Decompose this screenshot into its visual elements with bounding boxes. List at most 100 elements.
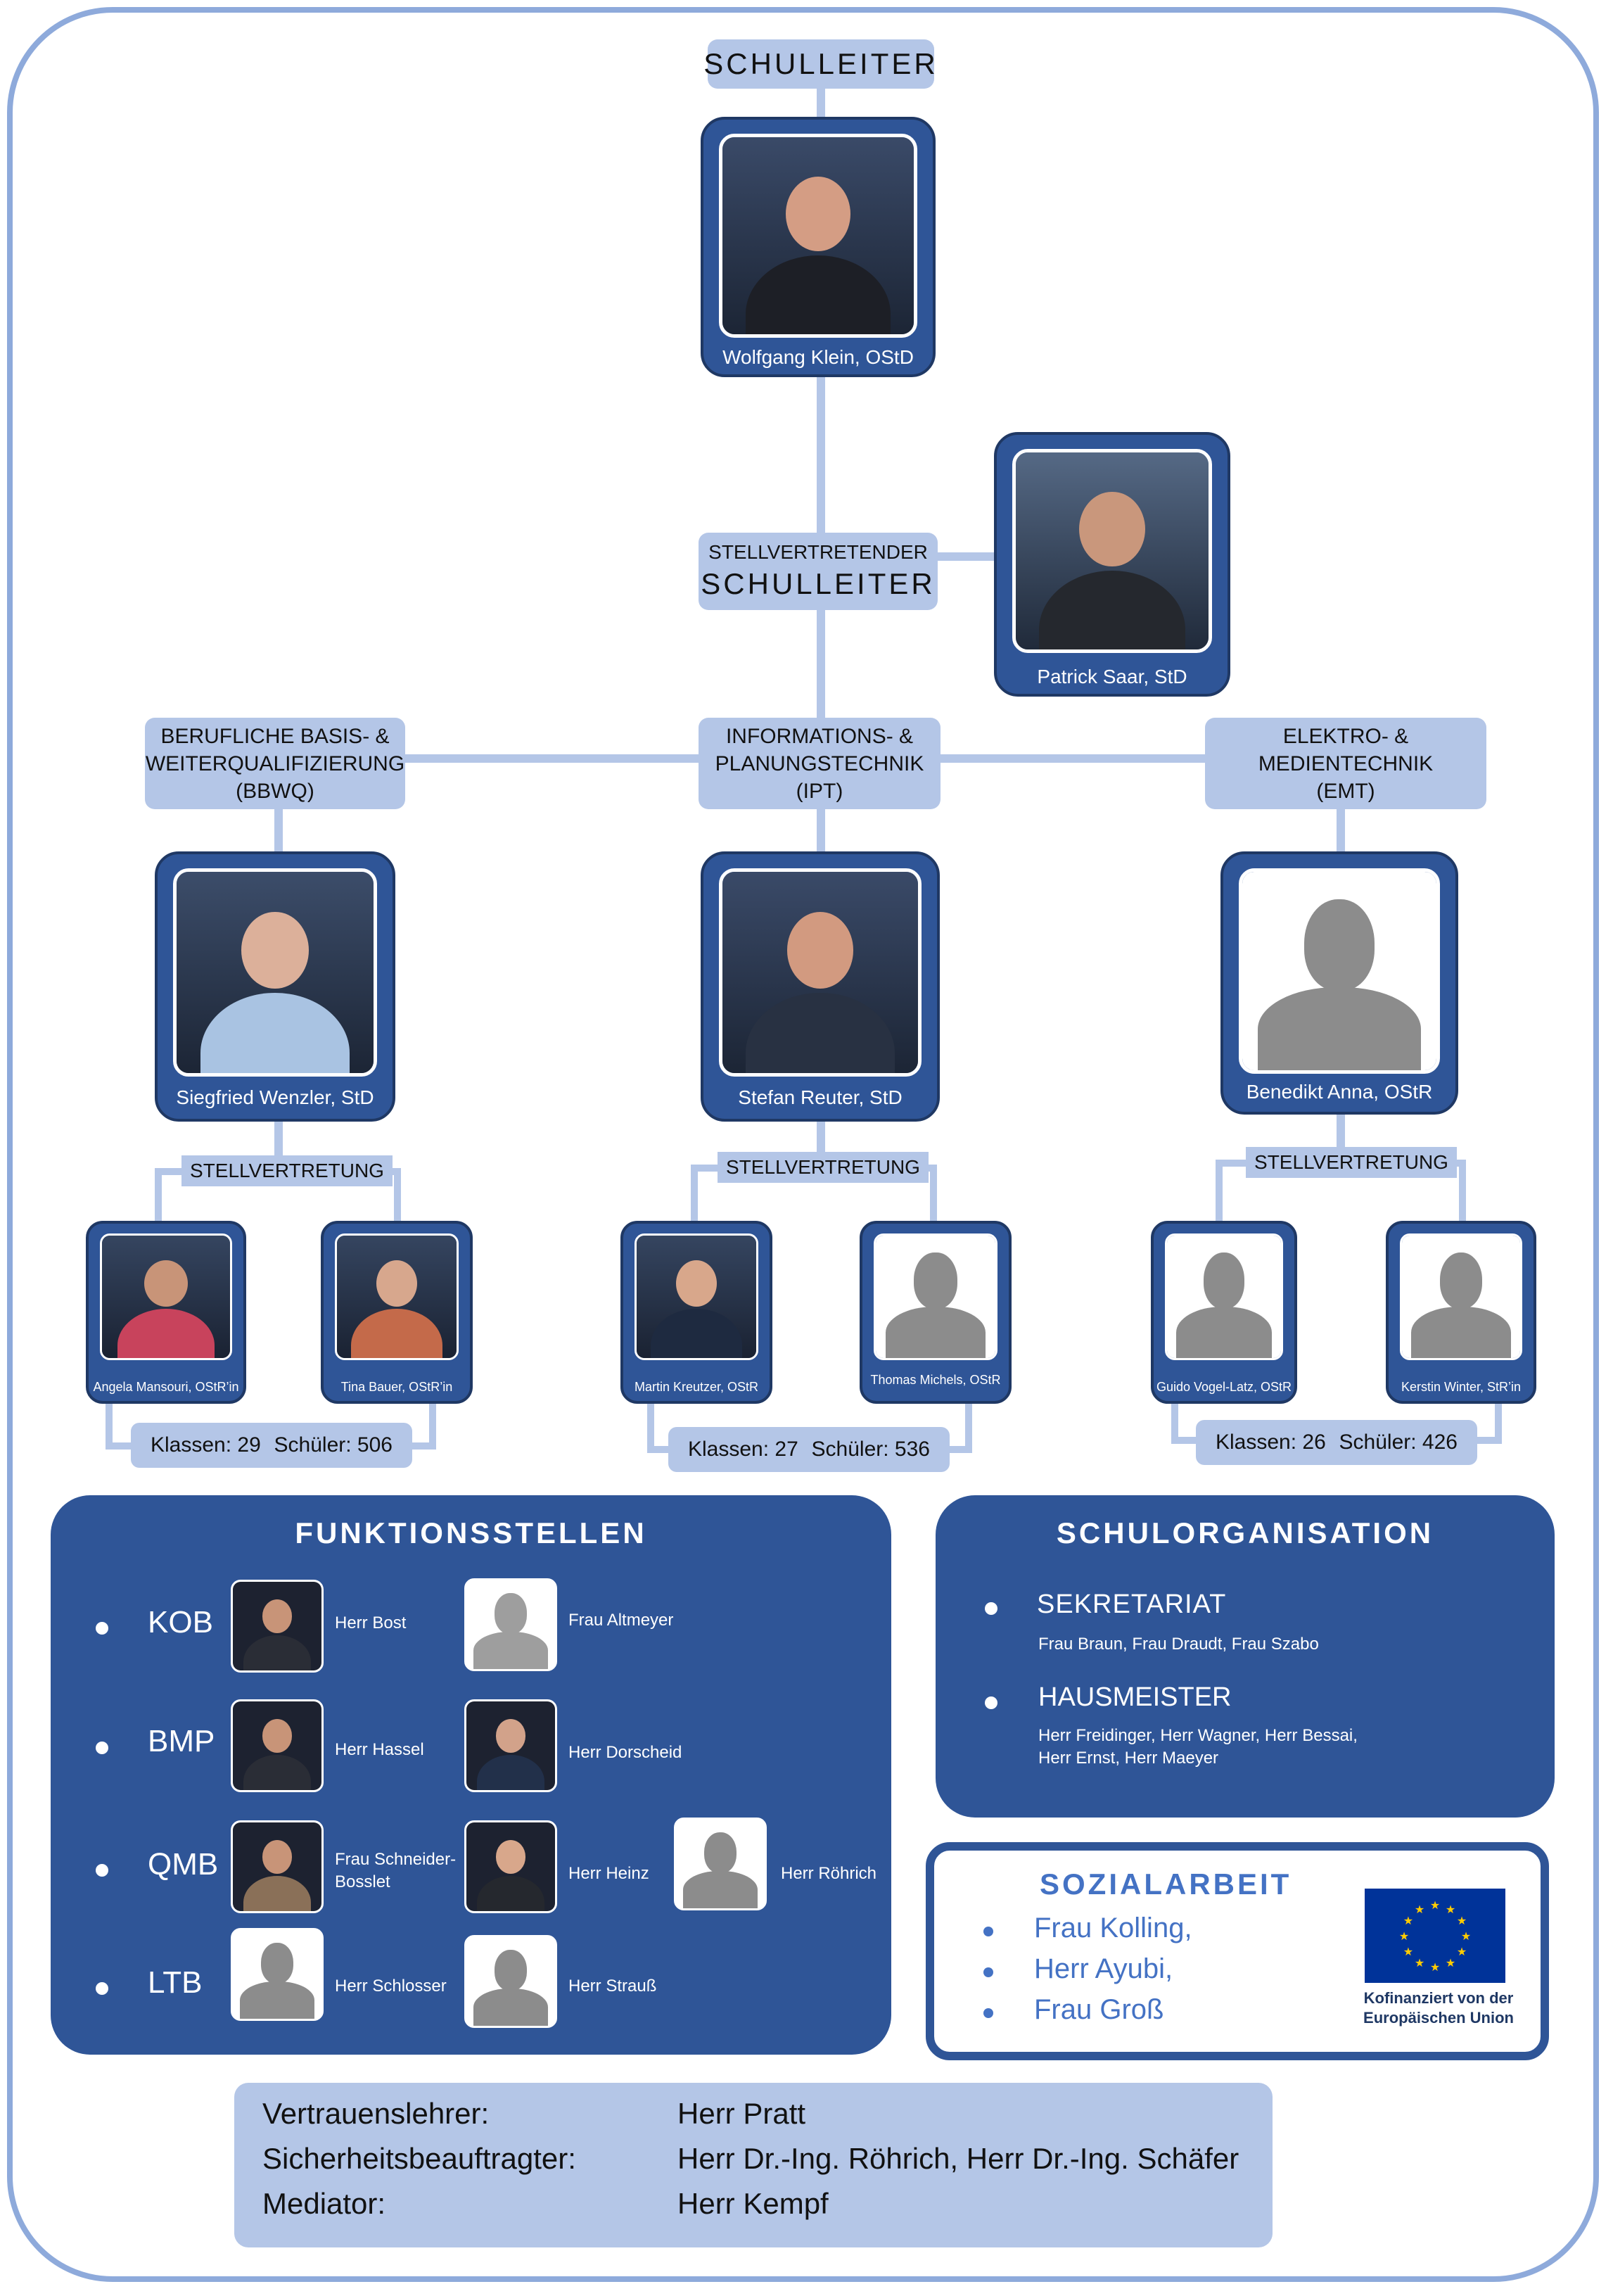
connector (1171, 1400, 1178, 1444)
person-photo (231, 1580, 324, 1673)
person-name: Herr Strauß (568, 1977, 657, 1996)
eu-star-icon: ★ (1399, 1931, 1409, 1943)
dept-stats: Klassen: 26 Schüler: 426 (1196, 1420, 1477, 1465)
connector (817, 84, 825, 127)
dept-label-line: (IPT) (796, 779, 843, 803)
eu-text-line: Kofinanziert von der (1363, 1989, 1514, 2007)
stellvertretung-label: STELLVERTRETUNG (181, 1155, 393, 1186)
person-name: Frau Altmeyer (568, 1611, 674, 1630)
deputy-name: Patrick Saar, StD (1037, 666, 1187, 687)
dept-deputy-name: Thomas Michels, OStR (870, 1373, 1001, 1387)
dept-label-line: MEDIENTECHNIK (1258, 751, 1434, 775)
placeholder-photo (1165, 1233, 1283, 1360)
dept-label-ipt: INFORMATIONS- & PLANUNGSTECHNIK (IPT) (699, 718, 941, 809)
schueler-count: Schüler: 536 (811, 1438, 930, 1461)
dept-label-bbwq: BERUFLICHE BASIS- & WEITERQUALIFIZIERUNG… (145, 718, 405, 809)
placeholder-photo (874, 1233, 997, 1360)
dept-head-card-bbwq: Siegfried Wenzler, StD (155, 851, 395, 1122)
funktionsstellen-title: FUNKTIONSSTELLEN (295, 1516, 647, 1549)
eu-cofinance-text: Kofinanziert von der Europäischen Union (1337, 1989, 1541, 2027)
function-code: KOB (148, 1605, 213, 1639)
connector (930, 1165, 937, 1224)
head-card: Wolfgang Klein, OStD (701, 117, 936, 377)
person-name: Herr Schlosser (335, 1977, 447, 1996)
dept-head-card-ipt: Stefan Reuter, StD (701, 851, 940, 1122)
dept-deputy-card: Thomas Michels, OStR (860, 1221, 1012, 1404)
eu-star-icon: ★ (1446, 1904, 1455, 1916)
dept-label-line: WEITERQUALIFIZIERUNG (145, 751, 405, 775)
deputy-title-line2: SCHULLEITER (701, 566, 936, 600)
eu-star-icon: ★ (1457, 1915, 1467, 1927)
sozialarbeit-name: Frau Groß (1034, 1994, 1164, 2025)
hausmeister-names: Herr Ernst, Herr Maeyer (1038, 1749, 1219, 1768)
bullet-icon (96, 1864, 108, 1877)
head-photo (719, 134, 917, 338)
dept-deputy-card: Tina Bauer, OStR’in (321, 1221, 473, 1404)
dept-label-line: (EMT) (1316, 779, 1375, 803)
person-name: Herr Dorscheid (568, 1743, 682, 1762)
bullet-icon (96, 1742, 108, 1754)
dept-deputy-card: Martin Kreutzer, OStR (620, 1221, 772, 1404)
schulleiter-label: SCHULLEITER (703, 39, 936, 89)
dept-deputy-name: Guido Vogel-Latz, OStR (1156, 1380, 1292, 1394)
person-silhouette-icon (464, 1578, 557, 1671)
function-code: BMP (148, 1724, 215, 1758)
person-silhouette-icon (1242, 872, 1436, 1070)
page-frame (7, 7, 1599, 2282)
person-name: Frau Schneider- (335, 1850, 457, 1869)
bullet-icon (96, 1622, 108, 1635)
placeholder-photo (1400, 1233, 1522, 1360)
dept-deputy-name: Martin Kreutzer, OStR (634, 1380, 759, 1394)
sozialarbeit-name: Herr Ayubi, (1034, 1953, 1173, 1984)
schulorganisation-panel: SCHULORGANISATION SEKRETARIAT Frau Braun… (936, 1495, 1555, 1818)
stellvertretung-label: STELLVERTRETUNG (1246, 1147, 1457, 1178)
person-photo (464, 1699, 557, 1792)
dept-deputy-name: Angela Mansouri, OStR’in (93, 1380, 239, 1394)
deputy-card: Patrick Saar, StD (994, 432, 1230, 697)
contact-role: Sicherheitsbeauftragter: (262, 2142, 576, 2175)
funktionsstellen-panel: FUNKTIONSSTELLEN KOB Herr Bost Frau Altm… (51, 1495, 891, 2055)
contact-name: Herr Pratt (677, 2097, 806, 2130)
person-silhouette-icon (1167, 1236, 1281, 1358)
contacts-box: Vertrauenslehrer: Herr Pratt Sicherheits… (234, 2083, 1273, 2247)
bullet-icon (96, 1982, 108, 1995)
person-silhouette-icon (231, 1928, 324, 2021)
dept-label-emt: ELEKTRO- & MEDIENTECHNIK (EMT) (1205, 718, 1486, 809)
hausmeister-names: Herr Freidinger, Herr Wagner, Herr Bessa… (1038, 1726, 1358, 1745)
sozialarbeit-panel: SOZIALARBEIT Frau Kolling, Herr Ayubi, F… (926, 1842, 1549, 2060)
connector (691, 1165, 698, 1224)
function-code: LTB (148, 1965, 203, 2000)
eu-star-icon: ★ (1403, 1915, 1413, 1927)
klassen-count: Klassen: 26 (1216, 1431, 1326, 1454)
dept-stats: Klassen: 27 Schüler: 536 (668, 1427, 950, 1472)
contact-role: Mediator: (262, 2187, 386, 2220)
eu-flag-icon: ★★★★★★★★★★★★ (1356, 1889, 1514, 1987)
bullet-icon (983, 1967, 993, 1977)
person-photo (464, 1820, 557, 1913)
connector (1216, 1160, 1223, 1224)
eu-star-icon: ★ (1415, 1958, 1424, 1970)
placeholder-photo (1239, 868, 1440, 1074)
connector (429, 1400, 436, 1450)
bullet-icon (983, 1927, 993, 1936)
person-photo (231, 1699, 324, 1792)
dept-label-line: PLANUNGSTECHNIK (715, 751, 924, 775)
sekretariat-names: Frau Braun, Frau Draudt, Frau Szabo (1038, 1635, 1319, 1654)
bullet-icon (985, 1696, 997, 1709)
eu-star-icon: ★ (1430, 1962, 1440, 1974)
deputy-photo (1012, 449, 1212, 653)
dept-label-line: INFORMATIONS- & (725, 724, 914, 748)
connector (274, 809, 283, 851)
connector (1337, 809, 1345, 851)
function-code: QMB (148, 1847, 219, 1882)
eu-star-icon: ★ (1457, 1946, 1467, 1958)
dept-head-name: Benedikt Anna, OStR (1246, 1081, 1433, 1103)
head-name: Wolfgang Klein, OStD (722, 346, 914, 368)
schulorganisation-title: SCHULORGANISATION (1056, 1516, 1434, 1549)
bullet-icon (985, 1602, 997, 1615)
deputy-photo (100, 1233, 232, 1360)
sozialarbeit-title: SOZIALARBEIT (1040, 1867, 1292, 1901)
dept-deputy-card: Kerstin Winter, StR’in (1386, 1221, 1536, 1404)
person-silhouette-icon (464, 1935, 557, 2028)
contact-name: Herr Dr.-Ing. Röhrich, Herr Dr.-Ing. Sch… (677, 2142, 1239, 2175)
